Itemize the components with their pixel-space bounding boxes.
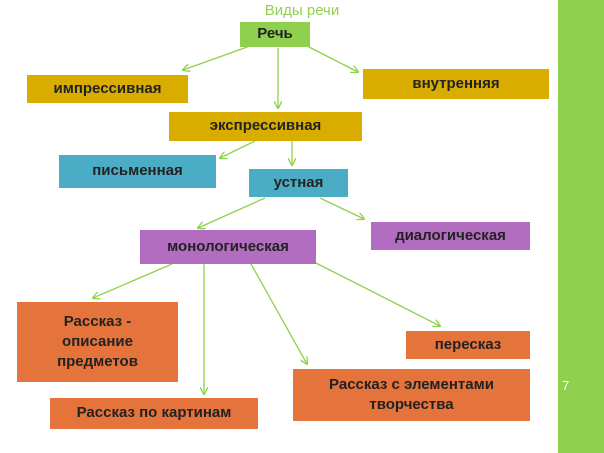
node-rech: Речь: [240, 22, 310, 47]
node-impressive: импрессивная: [27, 75, 188, 103]
sidebar-decoration: [556, 0, 604, 453]
page-number: 7: [562, 378, 570, 393]
slide-title: Виды речи: [264, 2, 340, 19]
node-dialogic: диалогическая: [371, 222, 530, 250]
arrow-monologic-story-creative: [250, 263, 307, 364]
arrow-rech-internal: [306, 45, 358, 72]
node-story-objects: Рассказ - описание предметов: [17, 302, 178, 382]
node-story-pictures: Рассказ по картинам: [50, 398, 258, 429]
node-retelling: пересказ: [406, 331, 530, 359]
arrow-monologic-retelling: [313, 261, 440, 326]
arrow-monologic-story-objects: [93, 263, 173, 298]
node-internal: внутренняя: [363, 69, 549, 99]
arrow-oral-dialogic: [319, 197, 364, 219]
node-story-creative: Рассказ с элементами творчества: [293, 369, 530, 421]
node-oral: устная: [249, 169, 348, 197]
arrow-expressive-written: [220, 140, 256, 158]
sidebar-divider: [556, 0, 558, 453]
arrow-oral-monologic: [198, 197, 266, 228]
node-written: письменная: [59, 155, 216, 188]
arrow-rech-impressive: [183, 45, 251, 70]
node-expressive: экспрессивная: [169, 112, 362, 141]
node-monologic: монологическая: [140, 230, 316, 264]
